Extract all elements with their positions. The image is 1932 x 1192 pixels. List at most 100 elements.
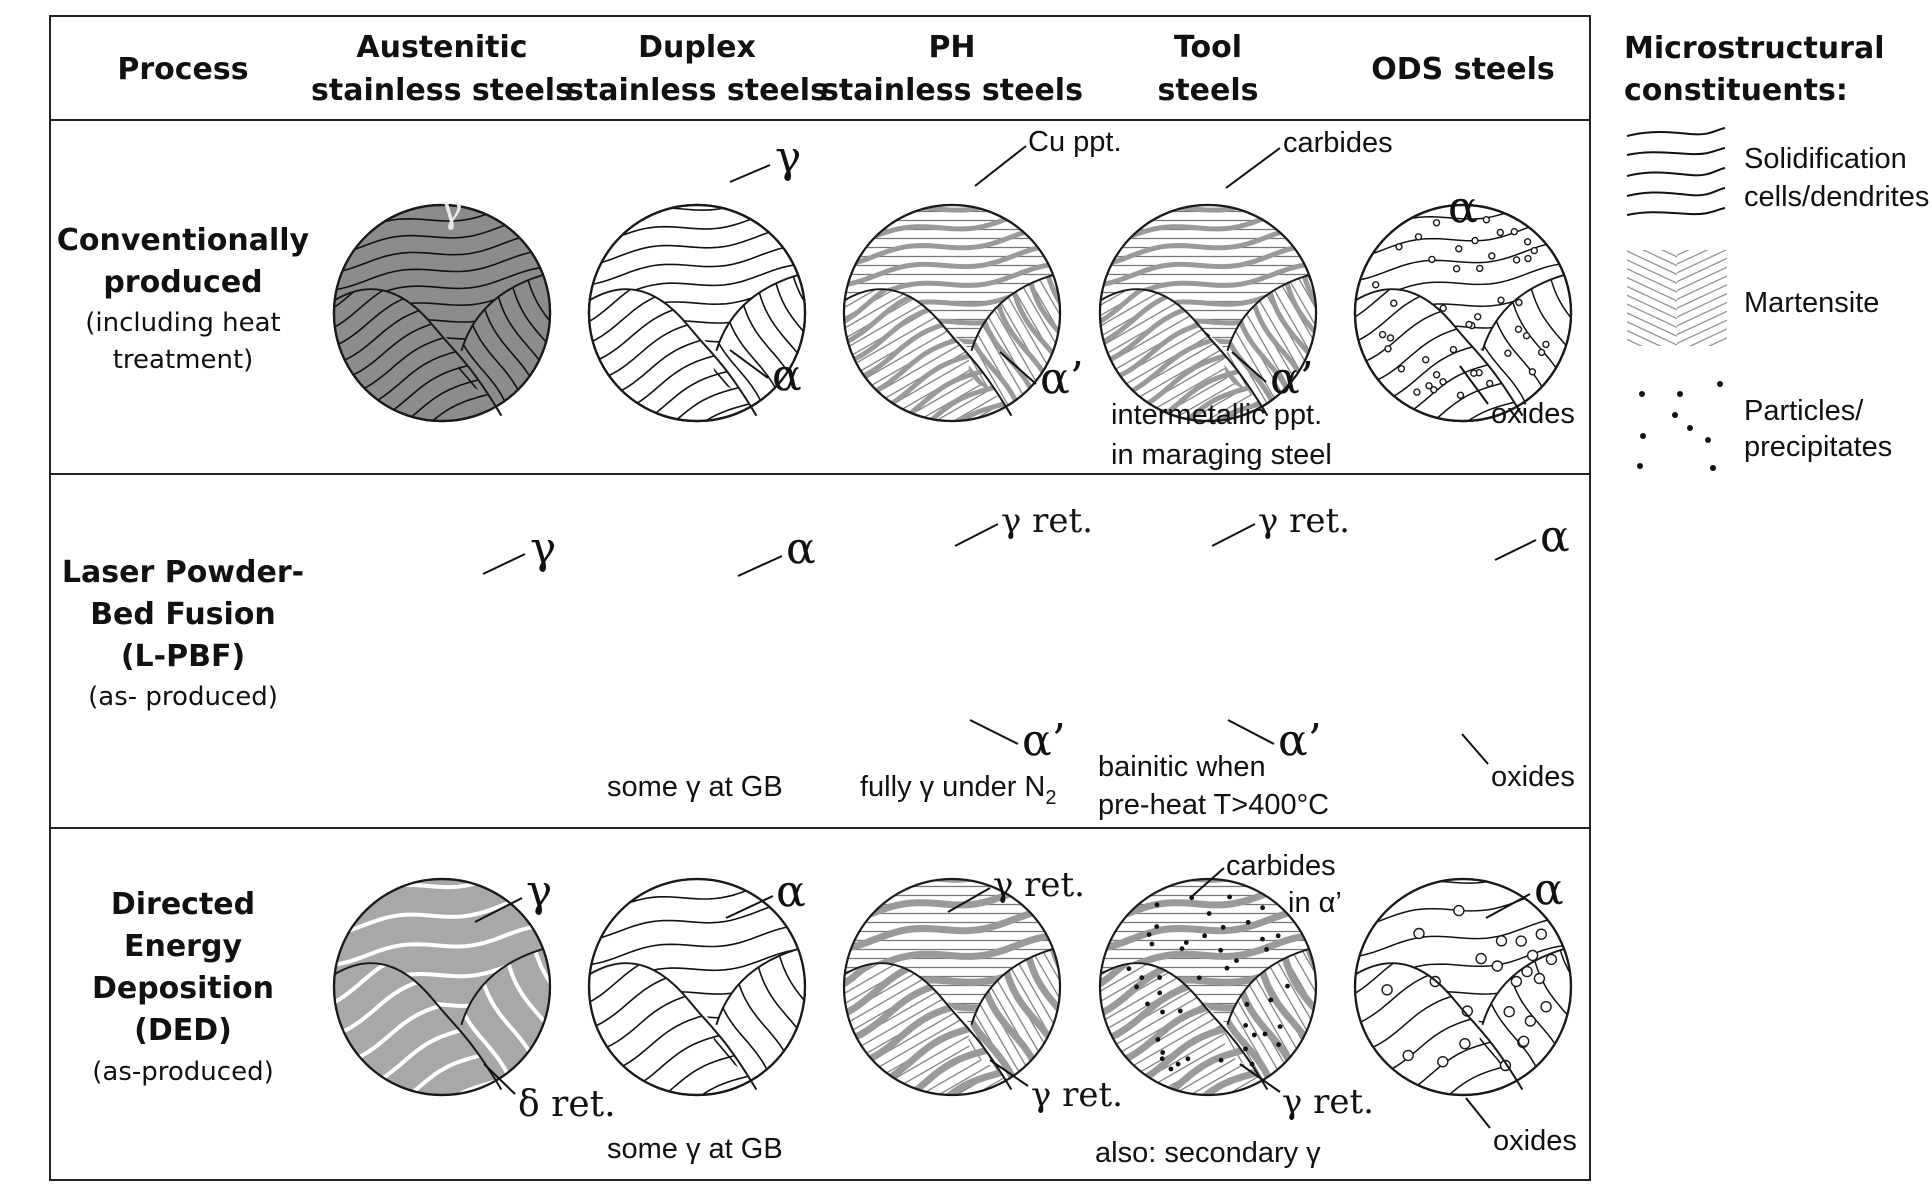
oxide-particle [1439,378,1447,386]
oxide-particle [1503,1006,1515,1018]
annotations: γ γ α Cu ppt. α’ carbides α’ intermetall… [440,126,1577,1169]
label-intermetallic: intermetallic ppt. [1111,399,1322,431]
oxide-particle [1439,304,1447,312]
grain-boundary [1226,948,1309,1026]
dendrite-line [1283,154,1605,195]
dendrite-line [556,433,878,474]
dendrite-line [1355,310,1523,421]
grain-boundary [1100,962,1269,1091]
oxide-particle [1475,264,1484,273]
header-tool-2: steels [1157,73,1258,108]
label-gamma-ret: γ ret. [1282,1082,1374,1122]
label-alpha: α [772,350,802,401]
oxide-particle [1540,1001,1552,1013]
precipitate-dot [1275,933,1281,939]
precipitate-dot [1277,1024,1283,1029]
legend-label-particles-1: Particles/ [1744,395,1864,427]
precipitate-dot [1177,1008,1183,1014]
row-title-line: produced [103,265,262,300]
precipitate-dot [1243,1046,1248,1052]
leader-lines [474,145,1537,1129]
label-gamma-ret: γ ret. [993,865,1085,905]
precipitate-dot [1159,1056,1165,1062]
label-bainitic: bainitic when [1098,751,1266,783]
oxide-particle [1414,233,1423,241]
dendrite-line [1100,983,1316,1025]
dendrite-line [513,806,835,847]
grain-boundary [460,274,543,352]
dendrite-line [261,149,583,190]
label-alpha: α [1540,511,1570,562]
precipitate-dot [1227,894,1232,900]
micrograph-outline [587,203,807,423]
precipitate-dot [1260,936,1265,942]
row-title-line: (DED) [134,1013,232,1048]
oxide-particle [1537,348,1546,357]
label-gamma-ret: γ ret. [1001,501,1093,541]
dendrite-line [334,205,550,208]
oxide-particle [1533,972,1546,985]
precipitate-dot [1146,932,1152,937]
label-alpha: α [786,523,816,574]
dendrite-line [1322,437,1644,478]
micrograph-outline [332,203,552,423]
oxide-particle [1459,1037,1471,1050]
table-frame [49,15,1591,1181]
oxide-particle [1449,345,1458,354]
precipitate-dot [1168,1066,1174,1072]
oxide-particle [1437,1055,1449,1068]
oxide-particle [1413,927,1425,940]
legend: Microstructural constituents: Solidifica… [1624,31,1929,471]
label-cu-ppt: Cu ppt. [1028,126,1122,158]
precipitate-dot [1126,966,1132,972]
oxide-particle [1475,952,1487,965]
legend-title-2: constituents: [1624,73,1848,108]
precipitate-dot [1139,975,1145,980]
row-note-line: (as- produced) [88,682,278,712]
precipitate-dot [1157,975,1162,980]
header-ods: ODS steels [1371,52,1555,87]
oxide-particle [1512,256,1521,264]
oxide-particle [1510,975,1523,988]
oxide-particle [1515,935,1527,947]
oxide-particle [1528,368,1537,376]
dendrite-line [768,806,1090,847]
precipitate-dot [1244,1002,1250,1007]
precipitate-dot [1264,947,1269,952]
grain-boundary [844,962,1013,1091]
oxide-particle [1428,255,1436,264]
precipitate-dot [1185,1056,1191,1062]
precipitate-dot [1218,947,1224,953]
dendrite-line [517,830,839,871]
dendrite-line [258,806,580,847]
precipitate-dot [1134,984,1139,990]
label-gamma: γ [530,523,556,574]
dendrite-line [258,132,580,173]
label-carbides: carbides [1226,850,1336,882]
oxide-particle [1497,296,1505,304]
oxide-particle [1542,340,1550,349]
grain-boundary [1481,948,1564,1026]
oxide-particle [1371,281,1380,289]
precipitate-dot [1285,983,1290,989]
oxide-particle [1465,320,1473,329]
precipitate-dot [1175,1061,1181,1067]
oxide-particle [1397,365,1406,373]
oxide-particle [1488,252,1496,260]
precipitate-dot [1149,941,1155,947]
grain-boundary [970,274,1053,352]
row-title-conventional: Conventionally produced (including heat … [57,223,310,375]
oxide-particle [1491,960,1504,972]
dendrite-line [1365,330,1523,421]
dendrite-line [845,313,1012,421]
dendrite-line [600,331,757,421]
label-gamma: γ [440,187,463,231]
label-fully-gamma: fully γ under N2 [860,771,1056,809]
header-austenitic-1: Austenitic [356,30,527,65]
oxide-particle [1523,238,1532,246]
precipitate-dot [1218,1057,1224,1063]
micrograph-outline [1353,877,1573,1097]
precipitate-dot [1234,958,1239,963]
precipitate-dot [1268,997,1274,1003]
